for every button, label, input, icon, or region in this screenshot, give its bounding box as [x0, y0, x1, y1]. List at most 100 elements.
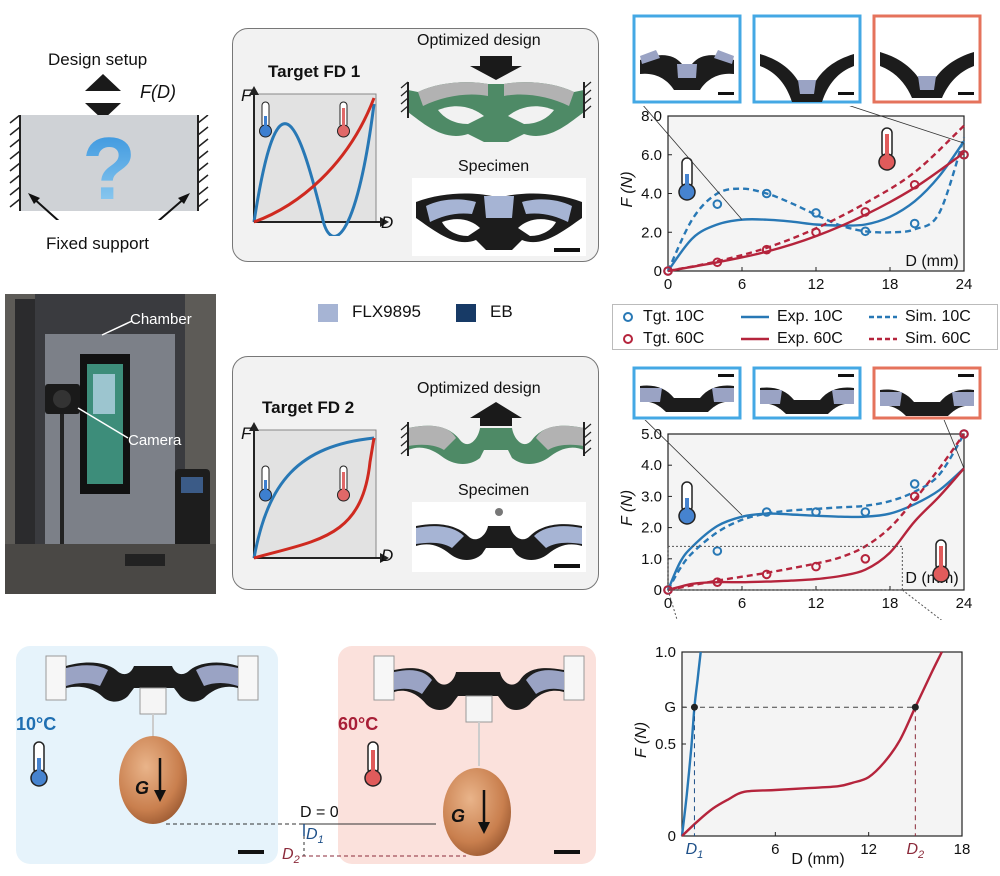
- fd2-specimen-snapshots: [632, 366, 982, 420]
- chamber-label: Chamber: [130, 311, 192, 328]
- target-fd2-axis-d: D: [381, 546, 394, 565]
- x-axis-label: D (mm): [905, 570, 958, 587]
- target-point: [761, 569, 772, 580]
- series-legend-item: Exp. 10C: [741, 307, 843, 327]
- y-tick-label: 1.0: [655, 644, 676, 661]
- exp-line: [667, 151, 965, 273]
- plot-area: [667, 433, 965, 591]
- target-fd1-optimized-label: Optimized design: [417, 32, 541, 49]
- target-fd2-specimen-photo: [412, 502, 586, 572]
- legend-symbol: [741, 337, 769, 341]
- legend-symbol: [623, 334, 633, 344]
- sim-line: [667, 433, 965, 592]
- y-axis-label: F (N): [620, 490, 636, 526]
- legend-swatch-eb: [456, 304, 476, 322]
- hot-thermometer-icon: [932, 539, 950, 583]
- x-tick-label: 0: [664, 276, 672, 293]
- x-tick-label: 18: [954, 841, 971, 858]
- target-fd2-optimized-label: Optimized design: [417, 380, 541, 397]
- legend-label-flx: FLX9895: [352, 302, 421, 321]
- target-point: [909, 479, 920, 489]
- force-label: F(D): [140, 82, 176, 102]
- y-tick-label: 0: [654, 263, 662, 280]
- legend-label-eb: EB: [490, 302, 513, 321]
- y-tick-label: 2.0: [641, 224, 662, 241]
- target-point: [860, 554, 871, 564]
- cold-thermometer-icon: [678, 481, 696, 525]
- legend-label: Tgt. 10C: [643, 308, 705, 325]
- setup-diagram: ?: [9, 115, 209, 220]
- setup-title: Design setup: [48, 50, 148, 69]
- fixed-support-label: Fixed support: [46, 234, 149, 253]
- exp-line: [666, 467, 965, 591]
- y-axis-label: F (N): [620, 171, 636, 207]
- cold-temp-label: 10°C: [16, 714, 57, 734]
- x-tick-label: 18: [882, 595, 899, 612]
- x-axis-label: D (mm): [791, 851, 844, 868]
- x-tick-label: 24: [956, 595, 973, 612]
- target-point: [909, 218, 920, 229]
- d2-label: D2: [282, 846, 300, 867]
- x-tick-label: 12: [860, 841, 877, 858]
- target-fd1-optimized-design: [400, 56, 592, 142]
- target-fd2-optimized-design: [400, 402, 592, 464]
- series-legend-item: Tgt. 10C: [621, 307, 704, 327]
- exp-line: [667, 467, 965, 592]
- legend-label: Sim. 10C: [905, 308, 971, 325]
- target-point: [712, 546, 723, 556]
- x-tick-label: 18: [882, 276, 899, 293]
- cold-thermometer-icon: [259, 101, 272, 138]
- camera-pointer: [77, 407, 129, 439]
- y-axis-label: F (N): [633, 722, 650, 758]
- target-fd1-title: Target FD 1: [268, 62, 361, 81]
- d2-point: [911, 703, 919, 711]
- question-mark: ?: [82, 119, 136, 218]
- x-marker-label: D1: [686, 841, 704, 861]
- y-tick-label: 6.0: [641, 147, 662, 164]
- target-fd2-sketch: [249, 422, 389, 563]
- exp-line: [667, 140, 965, 272]
- y-tick-label: 2.0: [641, 520, 662, 537]
- cold-egg-g-label: G: [135, 778, 150, 798]
- snapshot-10c-b: [752, 14, 862, 104]
- y-tick-label: 0: [668, 828, 676, 845]
- y-tick-label: 4.0: [641, 186, 662, 203]
- y-tick-label: 1.0: [641, 551, 662, 568]
- y-tick-label: G: [664, 699, 676, 716]
- snapshot-10c-a: [632, 14, 742, 104]
- hot-thermometer-icon: [878, 127, 896, 171]
- double-arrow-icon: [85, 74, 121, 120]
- x-axis-label: D (mm): [905, 253, 958, 270]
- snapshot2-10c-b: [752, 366, 862, 420]
- legend-symbol: [741, 315, 769, 319]
- hot-thermometer-icon: [337, 101, 350, 138]
- series-legend-item: Sim. 10C: [869, 307, 971, 327]
- y-tick-label: 4.0: [641, 457, 662, 474]
- legend-swatch-flx: [318, 304, 338, 322]
- hot-egg-g-label: G: [451, 806, 466, 826]
- plot-area: [667, 115, 965, 272]
- target-fd1-axis-f: F: [241, 86, 252, 105]
- snapshot-60c: [872, 14, 982, 104]
- x-tick-label: 6: [771, 841, 779, 858]
- x-tick-label: 12: [808, 595, 825, 612]
- legend-label: Sim. 60C: [905, 330, 971, 347]
- y-tick-label: 3.0: [641, 488, 662, 505]
- y-tick-label: 8.0: [641, 108, 662, 125]
- y-tick-label: 0.5: [655, 736, 676, 753]
- x-tick-label: 6: [738, 595, 746, 612]
- hot-thermometer-icon: [337, 465, 350, 502]
- d1-point: [690, 703, 698, 711]
- legend-label: Tgt. 60C: [643, 330, 705, 347]
- d1-label: D1: [306, 826, 324, 847]
- sim-line: [666, 136, 966, 272]
- y-tick-label: 0: [654, 582, 662, 599]
- target-point: [712, 199, 723, 209]
- x-tick-label: 6: [738, 276, 746, 293]
- chamber-photo: [5, 294, 216, 594]
- legend-label: Exp. 10C: [777, 308, 843, 325]
